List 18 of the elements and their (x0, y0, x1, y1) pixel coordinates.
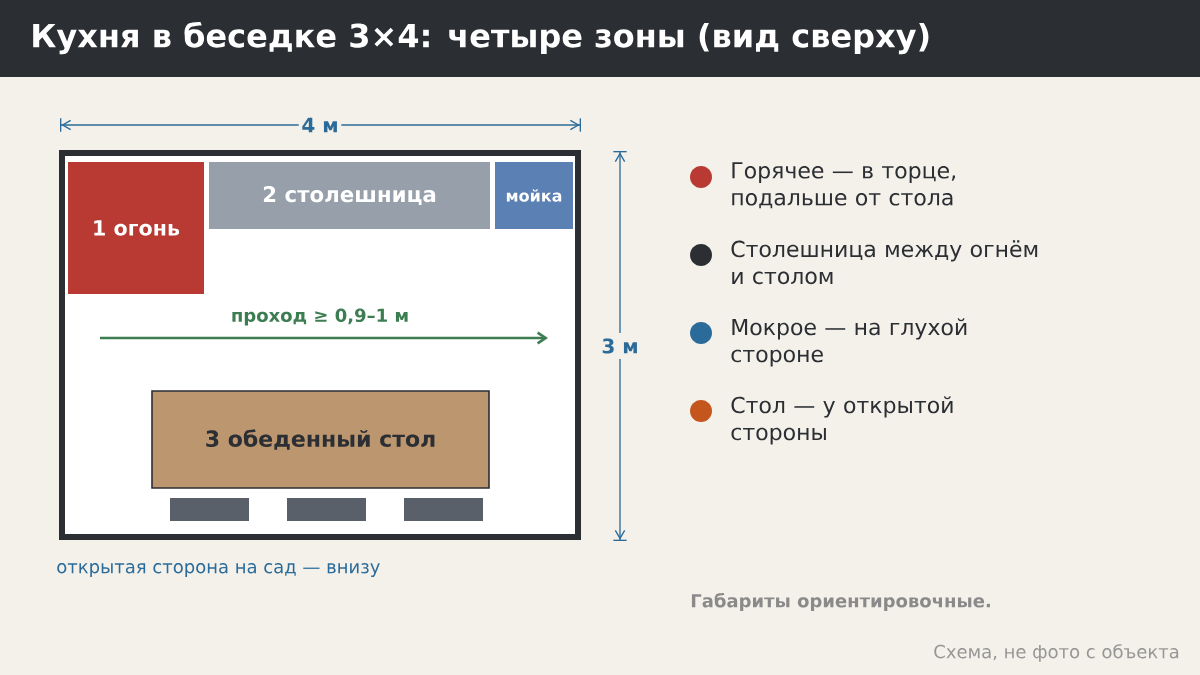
zone-box: 2 столешница (209, 162, 490, 229)
footnote: Схема, не фото с объекта (934, 644, 1179, 662)
title-bar: Кухня в беседке 3×4: четыре зоны (вид сверху) (0, 0, 1200, 77)
bench (287, 498, 366, 521)
legend-text: Стол — у открытой стороны (731, 396, 953, 445)
legend-text: Столешница между огнём и столом (731, 240, 1038, 285)
legend-text: Горячее — в торце, подальше от стола (732, 162, 955, 209)
dimension-label: 4 м (298, 115, 342, 135)
bench (170, 498, 249, 521)
legend-text: Мокрое — на глухой стороне (731, 318, 967, 367)
table-box: 3 обеденный стол (151, 390, 490, 489)
note: Габариты ориентировочные. (691, 593, 990, 611)
zone-box: мойка (495, 162, 573, 229)
dimension-label: 3 м (600, 333, 640, 359)
note: открытая сторона на сад — внизу (57, 563, 380, 577)
bench (404, 498, 483, 521)
passage-label: проход ≥ 0,9–1 м (232, 308, 408, 326)
zone-box: 1 огонь (68, 162, 204, 294)
